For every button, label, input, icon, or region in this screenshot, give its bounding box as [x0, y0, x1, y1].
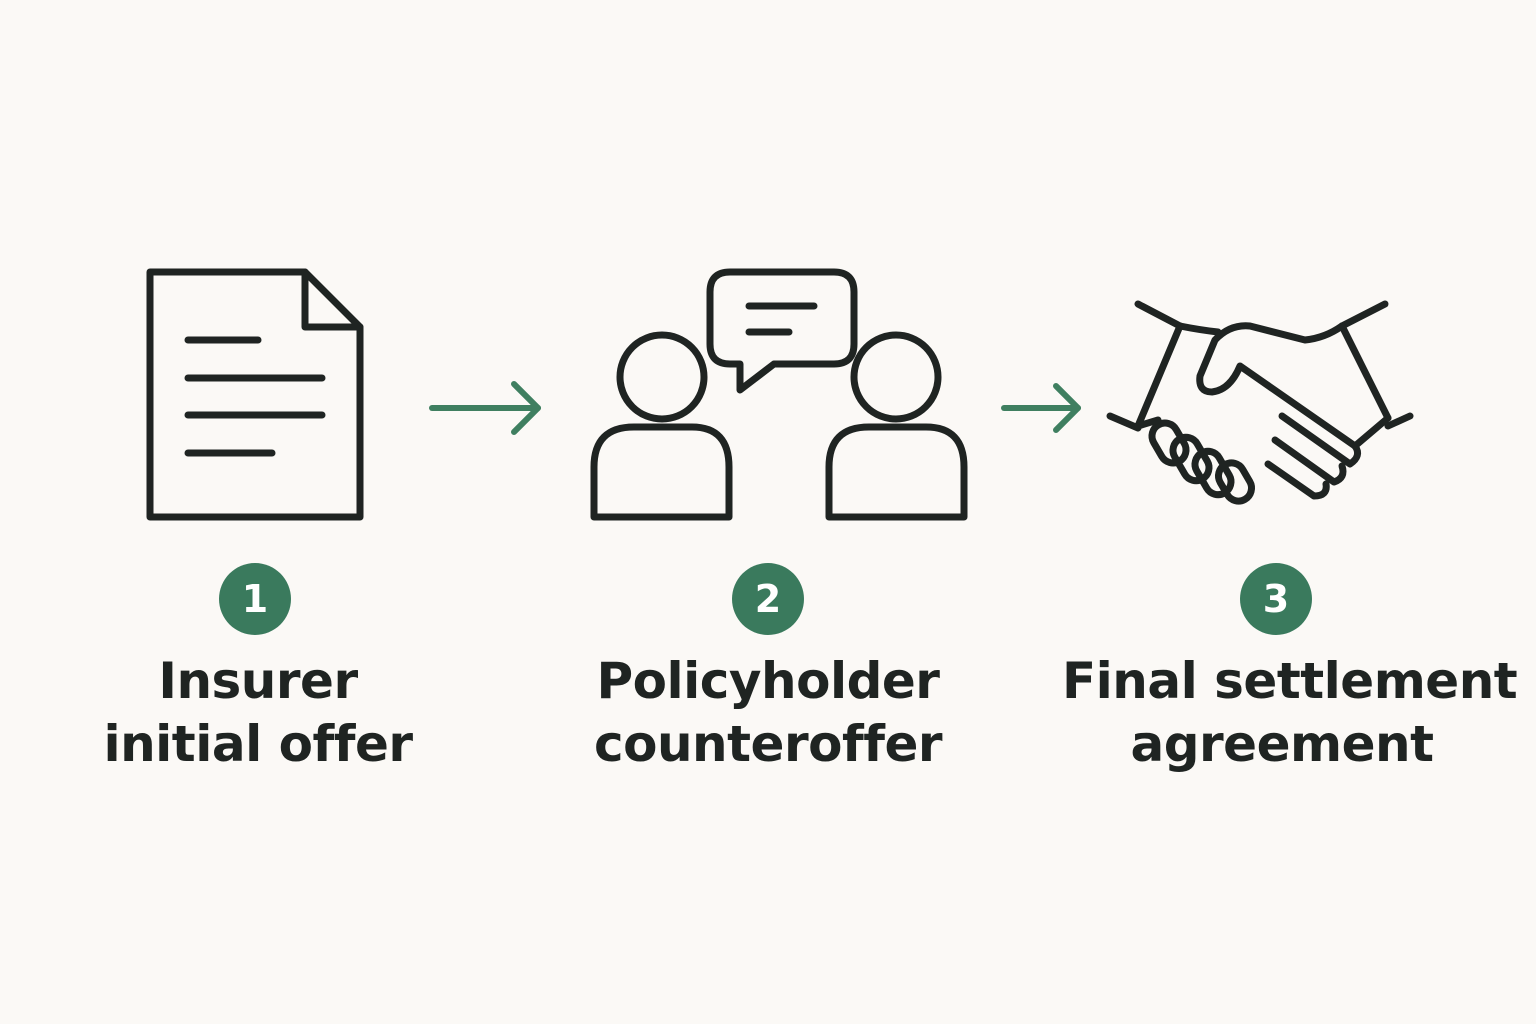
step-label-line: Final settlement [1062, 652, 1518, 710]
arrow-right-icon [998, 378, 1090, 438]
step-label-line: Insurer [158, 652, 358, 710]
step-label: Insurer initial offer [38, 650, 478, 776]
step-label-line: Policyholder [596, 652, 940, 710]
step-number-badge: 1 [219, 563, 291, 635]
step-number-badge: 3 [1240, 563, 1312, 635]
step-number-badge: 2 [732, 563, 804, 635]
step-label-line: agreement [1130, 715, 1434, 773]
document-icon [140, 262, 370, 527]
step-label-line: initial offer [103, 715, 413, 773]
step-label: Policyholder counteroffer [548, 650, 988, 776]
step-label-line: counteroffer [593, 715, 943, 773]
step-label: Final settlement agreement [1062, 650, 1518, 776]
arrow-right-icon [426, 378, 548, 438]
people-conversation-icon [584, 262, 974, 527]
handshake-icon [1100, 296, 1420, 508]
